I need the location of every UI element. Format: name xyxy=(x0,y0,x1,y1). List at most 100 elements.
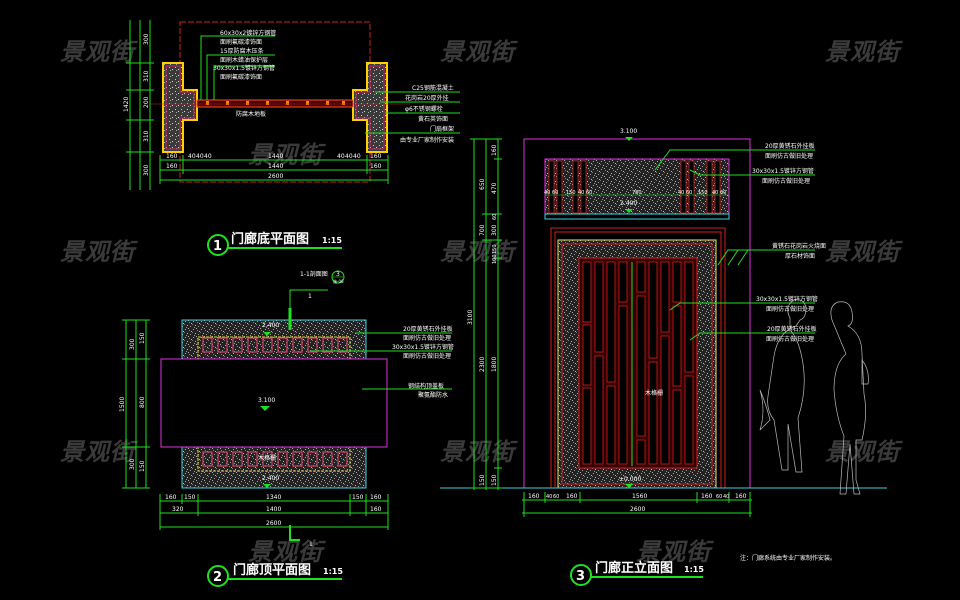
svg-text:1:15: 1:15 xyxy=(684,565,704,574)
lattice-bar xyxy=(672,305,682,387)
svg-text:30x30x1.5镀锌方钢管: 30x30x1.5镀锌方钢管 xyxy=(392,343,454,351)
svg-text:150: 150 xyxy=(566,190,576,196)
svg-text:160: 160 xyxy=(166,153,178,160)
svg-text:40: 40 xyxy=(337,153,345,160)
lattice-bar xyxy=(606,385,616,465)
lattice-bar xyxy=(618,305,628,465)
grille-slat xyxy=(337,451,348,467)
lattice-bar xyxy=(648,261,658,359)
svg-text:2600: 2600 xyxy=(268,173,283,180)
svg-text:150: 150 xyxy=(492,244,498,254)
grille-slat xyxy=(307,451,318,467)
grille-slat xyxy=(202,337,213,353)
svg-text:320: 320 xyxy=(172,506,184,513)
svg-text:300: 300 xyxy=(491,224,498,236)
svg-text:300: 300 xyxy=(143,164,150,176)
svg-text:300: 300 xyxy=(129,338,136,350)
dimensions-left: 150 800 150 300 300 1500 xyxy=(119,332,146,472)
frieze-bar xyxy=(680,160,687,214)
svg-text:2.400: 2.400 xyxy=(262,322,279,329)
svg-text:60: 60 xyxy=(552,190,558,196)
svg-text:面刷木蜡油保护层: 面刷木蜡油保护层 xyxy=(220,56,268,64)
dimensions-bottom: 160 40 40 40 1440 40 40 40 160 160 1440 … xyxy=(166,153,382,180)
svg-text:160: 160 xyxy=(735,493,747,500)
frieze-bar xyxy=(548,160,555,214)
svg-text:800: 800 xyxy=(139,396,146,408)
right-wall xyxy=(352,62,388,153)
grille-slat xyxy=(247,337,258,353)
svg-text:由专业厂家制作安装: 由专业厂家制作安装 xyxy=(400,136,454,144)
svg-text:钢结构顶盖板: 钢结构顶盖板 xyxy=(408,382,444,390)
svg-text:1:15: 1:15 xyxy=(323,567,343,576)
watermark: 景观街 xyxy=(636,538,711,566)
drawing-title-2: 2 门廊顶平面图 1:15 xyxy=(207,562,343,587)
frieze-bar xyxy=(580,160,587,214)
lattice-bar xyxy=(594,355,604,465)
svg-text:40: 40 xyxy=(578,190,584,196)
watermark: 景观街 xyxy=(825,238,900,266)
svg-text:160: 160 xyxy=(165,494,177,501)
svg-text:60: 60 xyxy=(716,494,722,500)
svg-text:3: 3 xyxy=(576,569,585,584)
door-lattice xyxy=(582,261,694,465)
svg-text:3100: 3100 xyxy=(467,310,474,325)
svg-text:160: 160 xyxy=(491,144,498,156)
svg-text:2: 2 xyxy=(213,570,222,585)
grille-slat xyxy=(232,451,243,467)
svg-text:100: 100 xyxy=(492,254,498,264)
watermark: 景观街 xyxy=(440,438,515,466)
lattice-bar xyxy=(582,387,592,465)
grille-slat xyxy=(217,337,228,353)
svg-text:150: 150 xyxy=(479,474,486,486)
svg-text:40: 40 xyxy=(723,494,729,500)
watermark: 景观街 xyxy=(825,38,900,66)
grille-slat xyxy=(337,337,348,353)
svg-text:2.400: 2.400 xyxy=(620,200,637,207)
svg-text:面刷仿古做旧处理: 面刷仿古做旧处理 xyxy=(762,177,810,185)
grille-slat xyxy=(262,337,273,353)
svg-text:150: 150 xyxy=(139,460,146,472)
lattice-bar xyxy=(660,261,670,333)
watermark: 景观街 xyxy=(440,38,515,66)
svg-text:40: 40 xyxy=(353,153,361,160)
svg-text:150: 150 xyxy=(491,474,498,486)
watermark: 景观街 xyxy=(825,438,900,466)
people-figures xyxy=(759,299,869,495)
svg-text:160: 160 xyxy=(370,153,382,160)
lattice-bar xyxy=(660,335,670,465)
svg-text:面刷氟碳漆饰面: 面刷氟碳漆饰面 xyxy=(220,73,262,81)
top-grille xyxy=(202,337,348,467)
svg-text:木格栅: 木格栅 xyxy=(645,389,663,397)
svg-text:700: 700 xyxy=(479,224,486,236)
svg-text:聚氨酯防水: 聚氨酯防水 xyxy=(418,391,448,399)
svg-text:200: 200 xyxy=(143,96,150,108)
svg-text:160: 160 xyxy=(370,494,382,501)
center-label: 防腐木地板 xyxy=(236,110,266,118)
svg-text:面刷仿古做旧处理: 面刷仿古做旧处理 xyxy=(766,335,814,343)
svg-text:470: 470 xyxy=(491,182,498,194)
svg-text:门扇框架: 门扇框架 xyxy=(430,125,454,133)
svg-text:60: 60 xyxy=(492,214,498,220)
lattice-bar xyxy=(672,261,682,303)
svg-text:面刷仿古做旧处理: 面刷仿古做旧处理 xyxy=(765,152,813,160)
grille-slat xyxy=(292,451,303,467)
svg-text:2300: 2300 xyxy=(479,357,486,372)
svg-text:φ6不锈钢螺栓: φ6不锈钢螺栓 xyxy=(405,105,443,113)
grille-slat xyxy=(322,451,333,467)
svg-text:40: 40 xyxy=(546,494,552,500)
grille-slat xyxy=(232,337,243,353)
svg-text:300: 300 xyxy=(143,33,150,45)
svg-text:310: 310 xyxy=(143,70,150,82)
watermark: 景观街 xyxy=(248,538,323,566)
svg-text:1:15: 1:15 xyxy=(322,236,342,245)
svg-text:1440: 1440 xyxy=(268,163,283,170)
svg-text:1420: 1420 xyxy=(123,97,130,112)
lattice-bar xyxy=(636,439,646,465)
lattice-bar xyxy=(594,261,604,353)
grille-slat xyxy=(202,451,213,467)
drawing-title-3: 3 门廊正立面图 1:15 xyxy=(570,560,704,586)
dimensions-bottom: 160 40 60 160 1560 160 60 40 160 2600 xyxy=(528,493,747,513)
svg-text:面刷仿古做旧处理: 面刷仿古做旧处理 xyxy=(766,305,814,313)
svg-text:40: 40 xyxy=(544,190,550,196)
svg-text:面刷氟碳漆饰面: 面刷氟碳漆饰面 xyxy=(220,38,262,46)
